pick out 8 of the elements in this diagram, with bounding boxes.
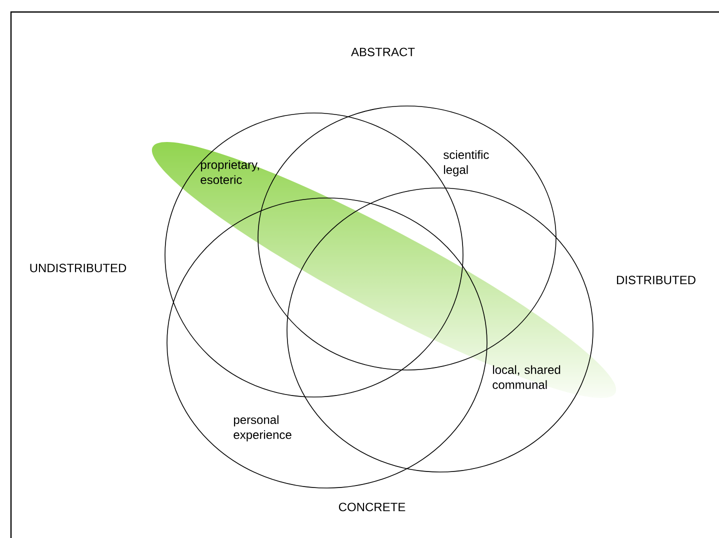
region-label: personal experience (234, 415, 292, 442)
axis-label: ABSTRACT (351, 48, 415, 56)
region-label: scientific legal (444, 150, 489, 176)
axis-label: UNDISTRIBUTED (30, 264, 126, 272)
axis-label: CONCRETE (338, 502, 406, 512)
axis-label: DISTRIBUTED (617, 276, 696, 284)
region-label: local, shared communal (492, 365, 560, 389)
region-label: proprietary, esoteric (200, 160, 259, 184)
